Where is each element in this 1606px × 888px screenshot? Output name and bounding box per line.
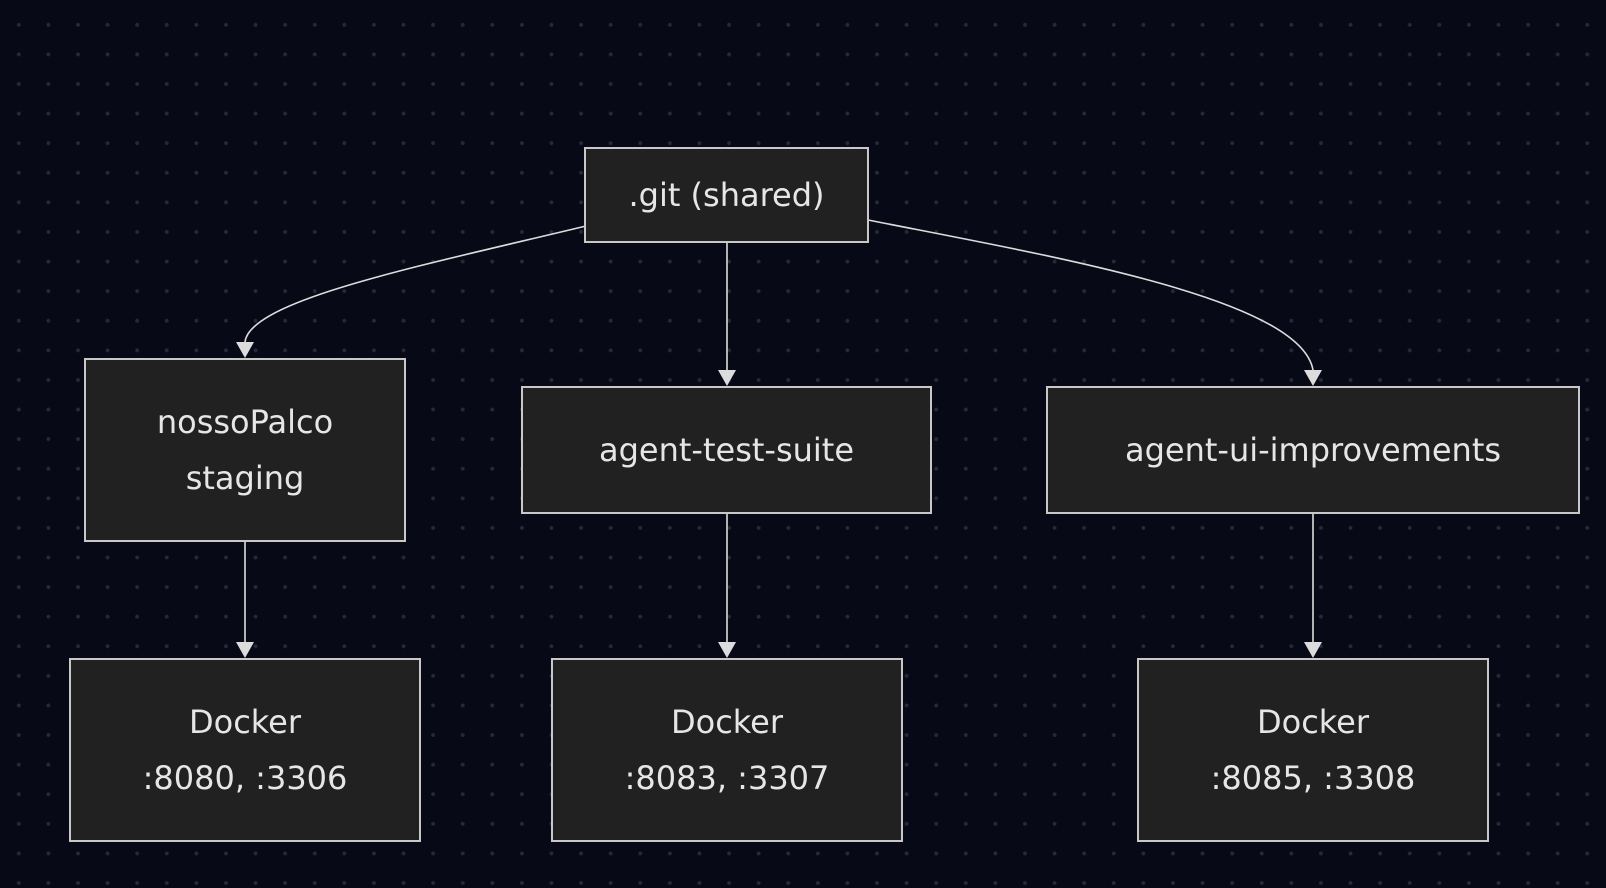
node-nossopalco-staging[interactable]: nossoPalco staging [84, 358, 406, 542]
node-git-shared-label: .git (shared) [628, 176, 825, 214]
node-docker-8080[interactable]: Docker :8080, :3306 [69, 658, 421, 842]
node-agent-test-suite[interactable]: agent-test-suite [521, 386, 932, 514]
node-docker-8080-ports: :8080, :3306 [142, 759, 348, 797]
arrowhead-docker1 [236, 642, 254, 658]
node-agent-ui-improvements-label: agent-ui-improvements [1124, 431, 1502, 469]
node-agent-ui-improvements[interactable]: agent-ui-improvements [1046, 386, 1580, 514]
node-docker-8083-ports: :8083, :3307 [624, 759, 830, 797]
arrowhead-docker2 [718, 642, 736, 658]
node-docker-8085-ports: :8085, :3308 [1210, 759, 1416, 797]
node-docker-8083[interactable]: Docker :8083, :3307 [551, 658, 903, 842]
node-git-shared[interactable]: .git (shared) [584, 147, 869, 243]
node-docker-8085-title: Docker [1256, 703, 1370, 741]
arrowhead-ui-improvements [1304, 370, 1322, 386]
arrowhead-test-suite [718, 370, 736, 386]
node-agent-test-suite-label: agent-test-suite [598, 431, 855, 469]
edge-git-to-nossopalco [244, 225, 587, 343]
node-docker-8080-title: Docker [188, 703, 302, 741]
node-docker-8085[interactable]: Docker :8085, :3308 [1137, 658, 1489, 842]
arrowhead-docker3 [1304, 642, 1322, 658]
node-nossopalco-sublabel: staging [185, 459, 305, 497]
edge-git-to-ui-improvements [867, 219, 1314, 371]
arrowhead-nossopalco [236, 342, 254, 358]
node-nossopalco-label: nossoPalco [156, 403, 334, 441]
node-docker-8083-title: Docker [670, 703, 784, 741]
